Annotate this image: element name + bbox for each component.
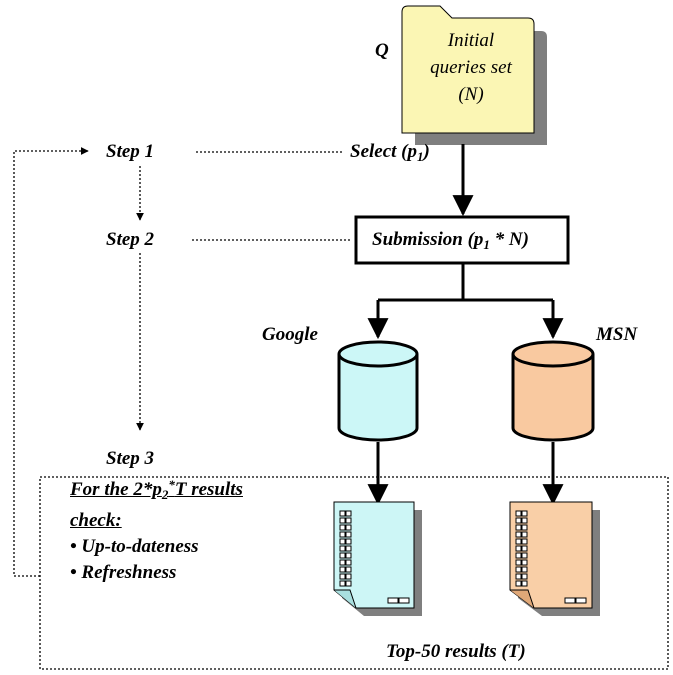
select-label: Select (p1) xyxy=(350,141,430,164)
folder-label-line2: queries set xyxy=(430,57,512,78)
check-heading-line1: For the 2*p2*T results xyxy=(70,477,243,502)
step3-dotted-box xyxy=(39,476,669,670)
folder-label: Initial queries set (N) xyxy=(408,27,534,108)
folder-icon xyxy=(401,5,535,134)
check-bullet-uptodateness: • Up-to-dateness xyxy=(70,536,199,557)
query-label: Q xyxy=(375,40,389,61)
google-label: Google xyxy=(262,324,318,345)
submission-label: Submission (p1 * N) xyxy=(372,229,529,252)
check-bullet-refreshness: • Refreshness xyxy=(70,562,177,583)
google-results-document-icon xyxy=(333,501,422,616)
check-heading-line2: check: xyxy=(70,510,122,531)
check-criteria-text: For the 2*p2*T results check: • Up-to-da… xyxy=(70,472,243,586)
submission-box xyxy=(354,215,570,265)
step3-label: Step 3 xyxy=(106,448,155,469)
step1-label: Step 1 xyxy=(106,141,155,162)
feedback-loop-arrow xyxy=(13,147,89,577)
folder-label-line1: Initial xyxy=(447,30,495,51)
results-label: Top-50 results (T) xyxy=(386,641,526,662)
google-database-icon xyxy=(337,340,419,442)
msn-database-icon xyxy=(511,340,595,442)
folder-label-line3: (N) xyxy=(458,84,484,105)
msn-results-document-icon xyxy=(509,501,600,616)
step2-label: Step 2 xyxy=(106,229,155,250)
msn-label: MSN xyxy=(596,324,638,345)
